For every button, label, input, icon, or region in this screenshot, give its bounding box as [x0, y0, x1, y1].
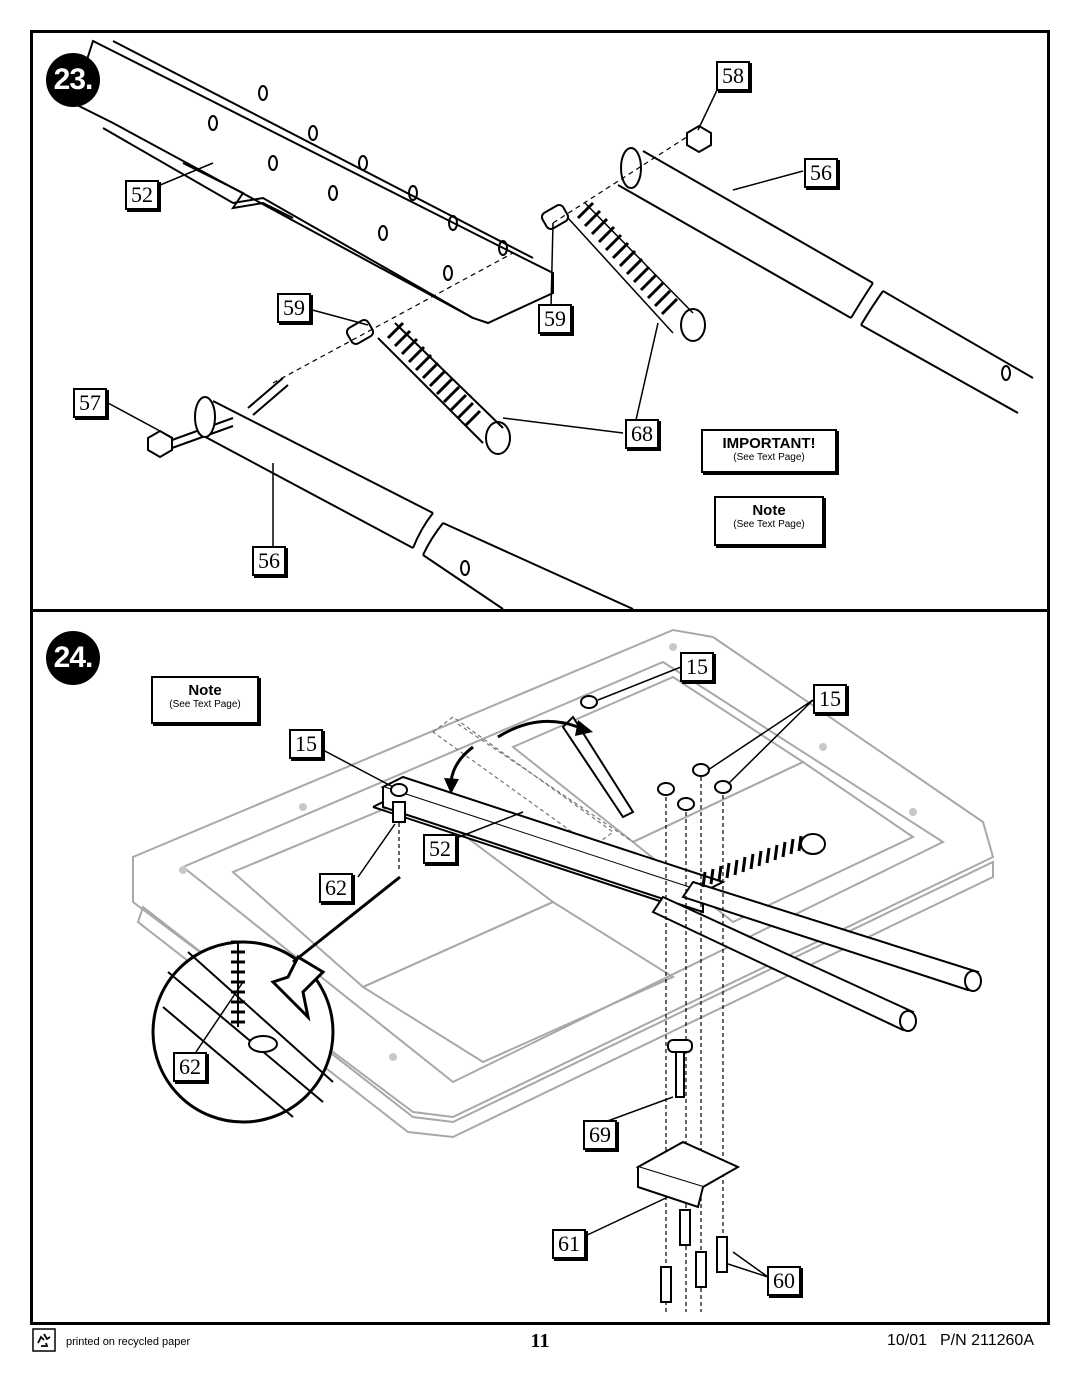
page-footer: printed on recycled paper 11 10/01 P/N 2… — [30, 1328, 1050, 1356]
important-title: IMPORTANT! — [722, 435, 816, 452]
callout-69: 69 — [583, 1120, 617, 1150]
step-24-drawing — [132, 628, 995, 1312]
callout-57: 57 — [73, 388, 107, 418]
note-title-24: Note — [188, 682, 222, 699]
step-24-badge: 24. — [46, 631, 100, 685]
callout-15-top: 15 — [680, 652, 714, 682]
recycled-paper-text: printed on recycled paper — [66, 1336, 191, 1348]
note-box-23: Note (See Text Page) — [714, 496, 824, 546]
important-sub: (See Text Page) — [733, 452, 805, 463]
callout-58: 58 — [716, 61, 750, 91]
callout-15-left: 15 — [289, 729, 323, 759]
recycle-icon — [32, 1328, 56, 1352]
callout-62-detail: 62 — [173, 1052, 207, 1082]
page-number: 11 — [530, 1330, 550, 1352]
callout-59-right: 59 — [538, 304, 572, 334]
callout-15-right: 15 — [813, 684, 847, 714]
part-number: P/N 211260A — [940, 1332, 1034, 1349]
step-24-panel: 24. 15 15 15 52 62 62 69 61 60 Note (See… — [33, 612, 1047, 1322]
callout-59-left: 59 — [277, 293, 311, 323]
callout-60: 60 — [767, 1266, 801, 1296]
callout-52: 52 — [125, 180, 159, 210]
callout-68: 68 — [625, 419, 659, 449]
note-box-24: Note (See Text Page) — [151, 676, 259, 724]
step-23-panel: 23. 58 56 52 59 59 57 68 56 IMPORTANT! (… — [33, 33, 1047, 609]
step-divider — [30, 609, 1050, 612]
step-23-drawing — [71, 39, 1034, 609]
step-23-badge: 23. — [46, 53, 100, 107]
callout-62-top: 62 — [319, 873, 353, 903]
important-box: IMPORTANT! (See Text Page) — [701, 429, 837, 473]
callout-61: 61 — [552, 1229, 586, 1259]
note-sub-23: (See Text Page) — [733, 519, 805, 530]
callout-52-24: 52 — [423, 834, 457, 864]
callout-56-bottom: 56 — [252, 546, 286, 576]
note-sub-24: (See Text Page) — [169, 699, 241, 710]
callout-56-top: 56 — [804, 158, 838, 188]
revision-date: 10/01 — [887, 1332, 928, 1349]
page-frame — [30, 30, 1050, 1325]
note-title-23: Note — [752, 502, 786, 519]
